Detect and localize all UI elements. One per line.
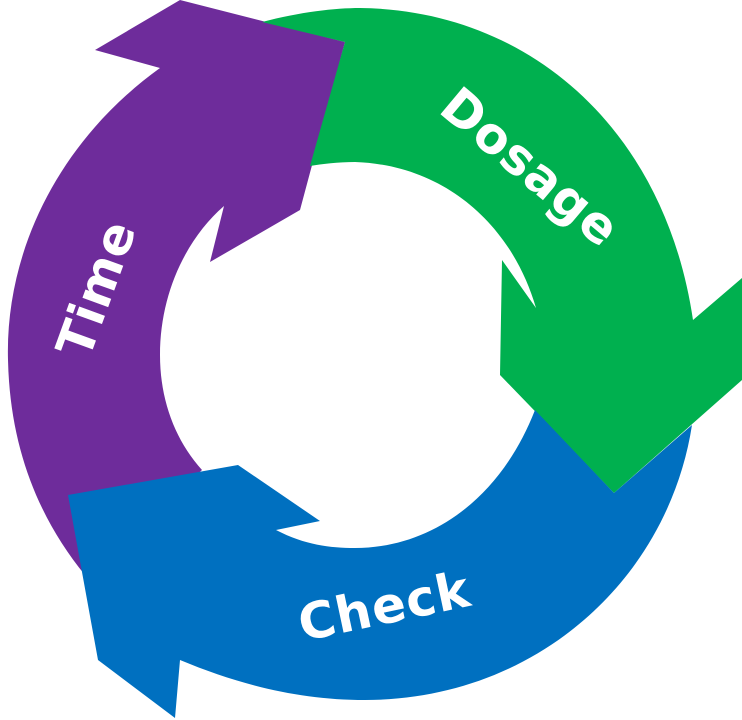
time-arrow bbox=[7, 0, 346, 575]
dosage-arrow bbox=[262, 8, 742, 493]
check-arrow bbox=[68, 410, 692, 718]
